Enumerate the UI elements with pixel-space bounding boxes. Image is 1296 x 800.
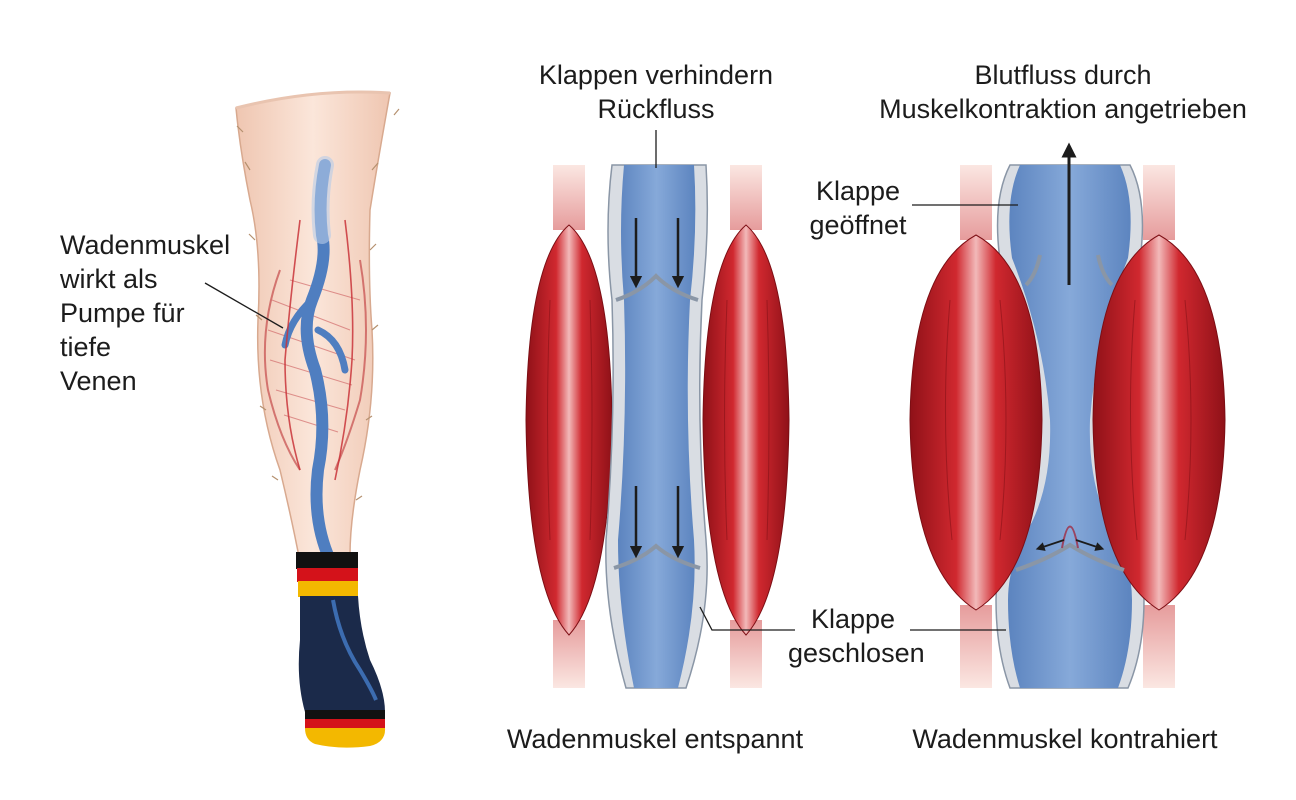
relaxed-panel	[525, 130, 795, 689]
sock-band-gold	[298, 581, 358, 597]
contracted-valve-tip	[1061, 525, 1079, 549]
sock-toe-red	[305, 719, 385, 729]
contracted-caption: Wadenmuskel kontrahiert	[912, 724, 1218, 754]
sock-vein	[331, 599, 378, 701]
calf-pump-line-3: Pumpe für	[60, 298, 185, 328]
valve-closed-line-1: Klappe	[810, 604, 896, 634]
sock-band-black	[296, 552, 358, 569]
sock-toe-black	[305, 710, 385, 720]
bloodflow-label: Blutfluss durch Muskelkontraktion angetr…	[850, 58, 1276, 126]
contracted-vein-lumen	[1008, 165, 1132, 688]
contracted-valve-open-right	[1096, 254, 1114, 287]
relaxed-right-muscle	[702, 224, 790, 636]
contracted-right-muscle	[1092, 234, 1226, 611]
calf-pump-leader	[204, 282, 284, 329]
bloodflow-line-1: Blutfluss durch	[974, 60, 1152, 90]
calf-muscle-outline	[263, 259, 367, 471]
relaxed-valve-upper	[615, 273, 699, 302]
sock-band-red	[297, 568, 358, 582]
valve-open-line-2: geöffnet	[809, 210, 907, 240]
sock-toe-gold	[305, 728, 386, 748]
deep-vein-highlight	[311, 156, 334, 244]
leg-hair	[236, 108, 400, 501]
contracted-right-tendon-top	[1143, 165, 1175, 240]
calf-pump-line-2: wirkt als	[60, 264, 158, 294]
leg-skin	[235, 91, 391, 563]
relaxed-vein-lumen	[618, 165, 696, 688]
relaxed-right-tendon-top	[730, 165, 762, 230]
valves-prevent-line-2: Rückfluss	[597, 94, 715, 124]
bloodflow-line-2: Muskelkontraktion angetrieben	[879, 94, 1247, 124]
contracted-left-tendon-bottom	[960, 605, 992, 688]
valve-closed-label: Klappe geschlosen	[788, 602, 925, 670]
contracted-valve-closed	[1015, 542, 1125, 572]
contracted-right-tendon-bottom	[1143, 605, 1175, 688]
sock-body	[298, 596, 385, 712]
relaxed-left-tendon-top	[553, 165, 585, 230]
contracted-valve-open-left	[1024, 254, 1042, 287]
calf-pump-line-1: Wadenmuskel	[60, 230, 231, 260]
valve-open-label: Klappe geöffnet	[798, 174, 918, 242]
relaxed-caption: Wadenmuskel entspannt	[506, 724, 804, 754]
relaxed-valve-lower	[613, 543, 701, 570]
calf-pump-line-4: tiefe	[60, 332, 112, 362]
valve-closed-line-2: geschlosen	[788, 638, 925, 668]
calf-pump-line-5: Venen	[60, 366, 137, 396]
sock	[296, 552, 386, 748]
contracted-left-muscle	[909, 234, 1043, 611]
valve-closed-leader-left	[699, 606, 795, 631]
calf-pump-label: Wadenmuskel wirkt als Pumpe für tiefe Ve…	[60, 228, 230, 398]
leg-top-cut	[235, 90, 391, 110]
relaxed-left-muscle	[525, 224, 613, 636]
contracted-arrow-small-right	[1075, 539, 1105, 551]
contracted-panel	[547, 142, 1226, 689]
contracted-muscle-fibers	[547, 299, 1192, 541]
valve-open-line-1: Klappe	[815, 176, 901, 206]
contracted-arrow-small-left	[1035, 539, 1065, 551]
valves-prevent-line-1: Klappen verhindern	[538, 60, 774, 90]
valves-prevent-label: Klappen verhindern Rückfluss	[516, 58, 796, 126]
contracted-left-tendon-top	[960, 165, 992, 240]
leg-illustration	[204, 90, 400, 748]
